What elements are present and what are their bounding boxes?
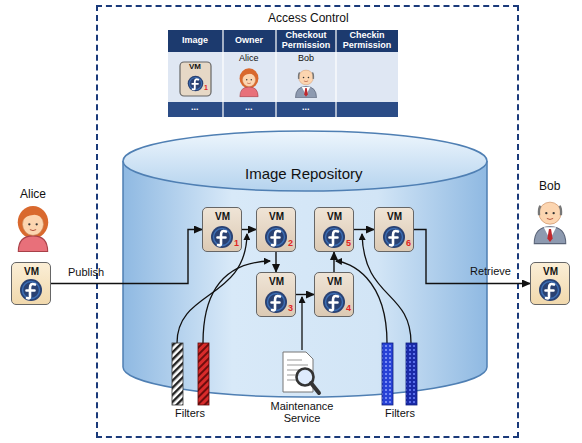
flow-arrow xyxy=(296,294,314,295)
fedora-logo xyxy=(383,226,405,248)
vm-image-box: VM 6 xyxy=(374,207,414,252)
person-name: Alice xyxy=(20,188,46,201)
alice-figure xyxy=(18,206,48,252)
owner-icon xyxy=(240,68,259,96)
shape-rect xyxy=(168,52,398,102)
vm-image-box: VM 5 xyxy=(314,207,354,252)
fedora-logo xyxy=(322,290,346,314)
fedora-logo xyxy=(264,225,288,249)
service-label: Maintenance Service xyxy=(257,400,347,424)
shape-rect xyxy=(198,343,209,405)
vm-label: VM xyxy=(543,266,558,277)
image-number: 3 xyxy=(288,304,293,314)
vm-image-box: VM xyxy=(530,262,570,305)
shape-rect xyxy=(180,62,211,96)
edge-label: Publish xyxy=(68,266,104,278)
flow-arrow xyxy=(333,252,334,272)
shape-rect xyxy=(168,102,398,117)
vm-label: VM xyxy=(327,276,342,287)
ellipsis-cell: ... xyxy=(191,103,199,113)
image-number: 4 xyxy=(346,304,351,314)
vm-label: VM xyxy=(24,266,39,277)
table-header: Checkin Permission xyxy=(338,31,396,51)
fedora-logo xyxy=(382,225,406,249)
fedora-logo xyxy=(539,279,561,301)
fedora-logo xyxy=(323,226,345,248)
image-number: 6 xyxy=(406,239,411,249)
owner-name: Alice xyxy=(239,54,259,64)
fedora-logo xyxy=(265,291,287,313)
vm-image-box: VM 2 xyxy=(256,207,296,252)
vm-label: VM xyxy=(189,63,201,72)
flow-arrow xyxy=(275,252,276,272)
table-vm-icon xyxy=(180,62,211,96)
vm-label: VM xyxy=(269,211,284,222)
edge-label: Retrieve xyxy=(470,265,511,277)
shape-path xyxy=(223,30,336,117)
fedora-logo xyxy=(211,226,233,248)
table-header: Owner xyxy=(235,36,263,46)
shape-path xyxy=(283,352,313,392)
shape-path xyxy=(301,297,302,350)
filter-label: Filters xyxy=(385,407,415,419)
fedora-logo xyxy=(538,278,562,302)
image-number: 1 xyxy=(234,239,239,249)
cylinder-body xyxy=(123,161,487,397)
fedora-logo xyxy=(210,225,234,249)
vm-label: VM xyxy=(215,211,230,222)
cylinder-top xyxy=(123,131,487,191)
flow-arrow xyxy=(354,229,374,230)
fedora-logo xyxy=(20,279,42,301)
vm-label: VM xyxy=(387,211,402,222)
shape-rect xyxy=(382,343,393,405)
fedora-logo xyxy=(323,291,345,313)
table-header: Checkout Permission xyxy=(277,31,335,51)
vm-label: VM xyxy=(327,211,342,222)
fedora-logo xyxy=(322,225,346,249)
access-table xyxy=(168,30,398,117)
shape-rect xyxy=(168,30,398,52)
user-name: Bob xyxy=(298,54,314,64)
vm-image-box: VM 3 xyxy=(256,272,296,317)
shape-use xyxy=(188,76,204,92)
ellipsis-cell: ... xyxy=(302,103,310,113)
fedora-logo xyxy=(265,226,287,248)
fedora-logo xyxy=(264,290,288,314)
filter-label: Filters xyxy=(175,407,205,419)
region-title: Access Control xyxy=(268,12,349,25)
repository-title: Image Repository xyxy=(245,166,363,183)
bob-figure xyxy=(534,202,566,243)
vm-image-box: VM 4 xyxy=(314,272,354,317)
shape-rect xyxy=(172,343,183,405)
person-name: Bob xyxy=(539,180,560,193)
flow-arrow xyxy=(242,229,256,230)
vm-image-box: VM xyxy=(11,262,51,305)
image-number: 2 xyxy=(288,239,293,249)
ellipsis-cell: ... xyxy=(245,103,253,113)
table-header: Image xyxy=(182,36,208,46)
shape-rect xyxy=(406,343,417,405)
fedora-logo xyxy=(19,278,43,302)
image-number: 5 xyxy=(346,239,351,249)
vm-label: VM xyxy=(269,276,284,287)
vm-image-box: VM 1 xyxy=(202,207,242,252)
image-number: 1 xyxy=(204,84,208,92)
checkout-user-icon xyxy=(296,70,317,98)
